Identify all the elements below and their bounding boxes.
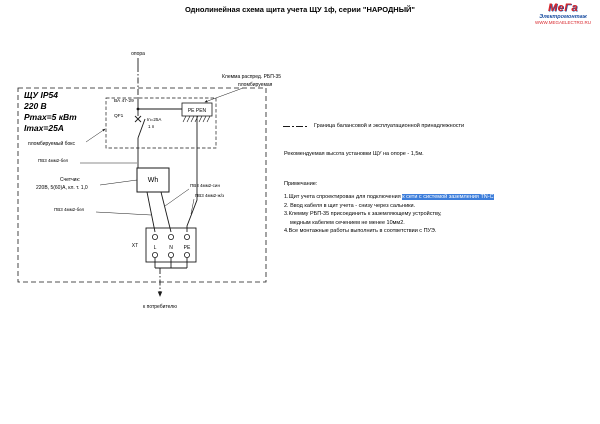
- clamp-label-line1: Клемма распред. РБП-35: [222, 74, 281, 80]
- meter-caption-line1: Счетчик:: [60, 177, 80, 183]
- notes-heading: Примечание:: [284, 181, 318, 187]
- note-item-2: 2. Ввод кабеля в щит учета - снизу через…: [284, 202, 416, 209]
- mounting-height-note: Рекомендуемая высота установки ЩУ на опо…: [284, 151, 424, 157]
- clamp-leader: [204, 87, 244, 103]
- pepen-label: PE PEN: [188, 108, 207, 114]
- wire-label-neutral-leader: [164, 188, 190, 207]
- wire-label-pe: ПВ3 4мм2-ж/з: [195, 193, 224, 198]
- meter-caption-line2: 220В, 5(60)А, кл. т. 1,0: [36, 185, 88, 191]
- wire-label-neutral: ПВ3 4мм2-син: [190, 183, 220, 188]
- terminal-label-n: N: [169, 245, 173, 251]
- note-item-1: 1.Щит учета спроектирован для подключени…: [284, 193, 494, 202]
- clamp-label-line2: пломбируемая: [238, 82, 273, 88]
- note-item-3-cont: медным кабелем сечением не менее 10мм2.: [290, 219, 405, 226]
- terminal-block-id: XT: [132, 243, 138, 249]
- breaker-id-label: QF1: [114, 113, 124, 119]
- panel-specs: ЩУ IP54 220 В Pmax=5 кВт Imax=25А: [24, 90, 77, 134]
- panel-spec-ip: ЩУ IP54: [24, 90, 59, 100]
- sealed-box-label: пломбируемый бокс: [28, 140, 76, 147]
- boundary-dash-icon: [283, 125, 309, 127]
- breaker-poles-label: 1 п: [148, 124, 155, 129]
- breaker-symbol-icon: [134, 115, 146, 168]
- logo-url-text: WWW.MEGAELECTRO.RU: [535, 20, 591, 26]
- megaelectro-logo: МеГа Электромонтаж WWW.MEGAELECTRO.RU: [531, 2, 595, 26]
- legend-row: Граница балансовой и эксплуатационной пр…: [283, 123, 464, 129]
- panel-spec-voltage: 220 В: [24, 101, 47, 111]
- logo-subtitle-text: Электромонтаж: [539, 13, 587, 20]
- breaker-type-label: ВА 47-29: [114, 98, 134, 104]
- boundary-legend-label: Граница балансовой и эксплуатационной пр…: [314, 123, 465, 129]
- page-title: Однолинейная схема щита учета ЩУ 1ф, сер…: [184, 5, 415, 14]
- junction-dot: [136, 107, 140, 111]
- meter-symbol-label: Wh: [148, 177, 159, 184]
- notes-list: 1.Щит учета спроектирован для подключени…: [284, 193, 494, 236]
- wire-label-pe-leader: [190, 198, 195, 215]
- note-item-3: 3.Клемму РБП-35 присоединить к заземляющ…: [284, 211, 442, 217]
- logo-brand-text: МеГа: [547, 2, 578, 14]
- sealed-box-leader: [85, 128, 106, 143]
- sealed-box-outline: [105, 97, 217, 149]
- note-1-text: 1.Щит учета спроектирован для подключени…: [284, 194, 403, 200]
- pole-label: опора: [131, 51, 145, 57]
- ground-hatch-icon: [182, 115, 211, 123]
- consumer-line: [154, 258, 188, 297]
- note-item-4: 4.Все монтажные работы выполнить в соотв…: [284, 228, 437, 234]
- wire-label-bottom: ПВ3 4мм2-бел: [54, 207, 85, 212]
- meter-box: [136, 167, 170, 193]
- panel-spec-pmax: Pmax=5 кВт: [24, 112, 77, 122]
- panel-spec-imax: Imax=25А: [24, 123, 64, 133]
- meter-caption-leader: [99, 179, 138, 186]
- wire-label-top: ПВ3 4мм2-бел: [38, 158, 69, 163]
- terminal-label-l: L: [154, 245, 157, 251]
- terminal-contacts: [151, 233, 190, 258]
- wire-label-bottom-leader: [95, 211, 152, 216]
- breaker-rating-label: In=25А: [147, 117, 161, 122]
- terminal-label-pe: PE: [184, 245, 191, 251]
- outgoing-wires: [146, 116, 198, 233]
- note-1-highlighted-text: к сети с системой заземления TN-C: [402, 194, 494, 200]
- consumer-label: к потребителю: [143, 304, 177, 310]
- panel-enclosure-box: [17, 87, 267, 283]
